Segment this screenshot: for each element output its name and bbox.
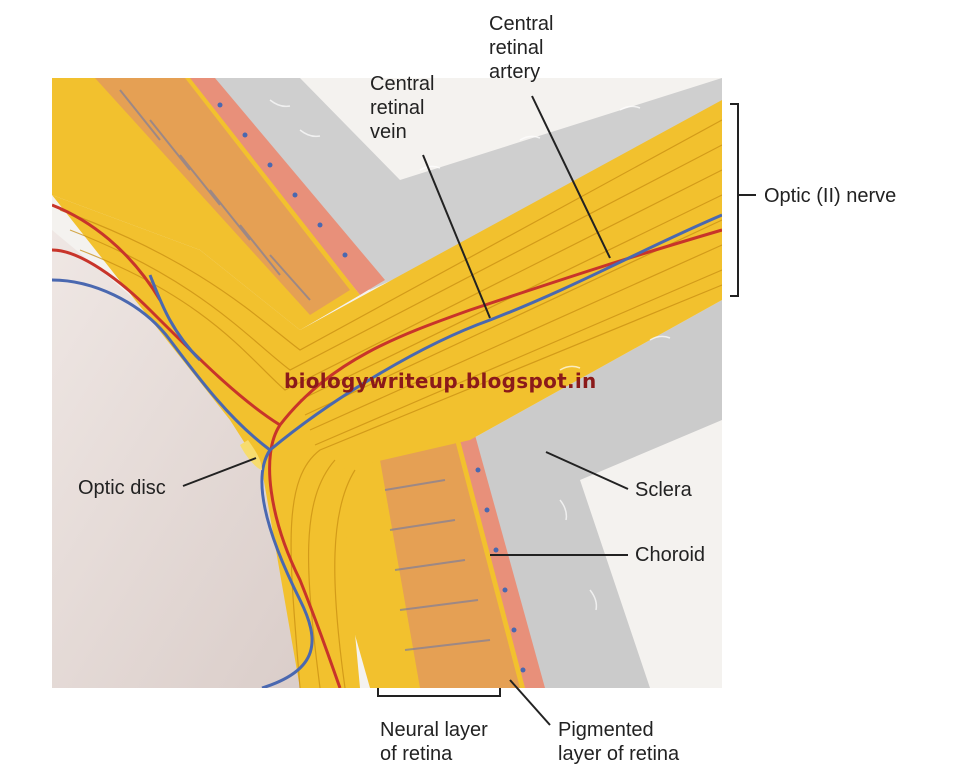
label-neural-layer: Neural layer of retina [380,719,488,765]
leader-optic-disc [182,457,257,487]
label-sclera: Sclera [635,479,692,501]
leader-vein [422,154,491,319]
sclera-lower [470,300,722,688]
leader-sclera [545,451,629,490]
label-pigmented-layer: Pigmented layer of retina [558,719,680,765]
optic-disc [240,440,262,470]
photoreceptor-rods [119,89,491,651]
choroid-upper [185,78,385,295]
illustration [52,78,722,688]
leader-artery [531,95,611,259]
bracket-optic-nerve [730,103,756,297]
choroid-vessel-dots [217,102,526,673]
choroid-lower [455,435,545,688]
label-choroid: Choroid [635,544,706,566]
optic-nerve-bundle [52,100,722,688]
sclera-texture [269,99,671,611]
photoreceptors-lower [380,440,520,688]
label-central-retinal-vein: Central retinal vein [370,73,435,143]
vitreous-body [52,230,330,688]
leader-pigmented [509,679,551,726]
watermark: biologywriteup.blogspot.in [284,369,597,393]
bracket-neural-layer [377,688,501,697]
label-central-retinal-artery: Central retinal artery [489,13,554,83]
leader-lines [182,95,756,726]
label-optic-disc: Optic disc [78,477,166,499]
central-retinal-vein [52,213,722,688]
central-retinal-artery [52,203,722,688]
label-optic-nerve: Optic (II) nerve [764,185,897,207]
